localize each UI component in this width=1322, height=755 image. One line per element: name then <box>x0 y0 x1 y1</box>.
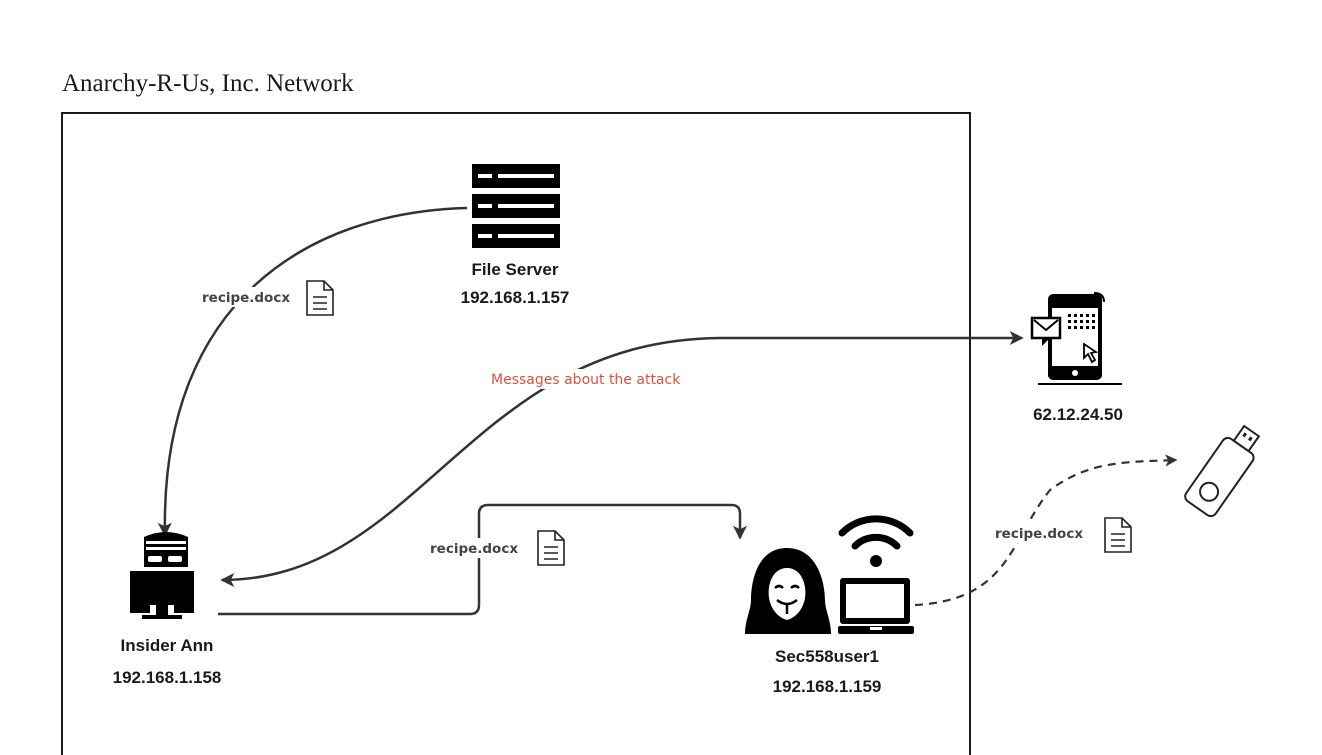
document-icon <box>306 280 334 316</box>
document-icon <box>1104 517 1132 553</box>
node-ip-attacker: 192.168.1.159 <box>773 677 882 696</box>
node-ip-phone: 62.12.24.50 <box>1033 405 1123 424</box>
laptop-icon <box>838 578 914 634</box>
node-ip-file-server: 192.168.1.157 <box>461 288 570 307</box>
hooded-hacker-laptop-icon <box>745 515 914 634</box>
node-name-file-server: File Server <box>472 260 559 279</box>
usb-drive-icon <box>1184 424 1261 518</box>
server-rack-icon <box>472 164 560 248</box>
diagram-title: Anarchy-R-Us, Inc. Network <box>62 70 354 97</box>
hooded-hacker-icon <box>745 548 831 634</box>
insider-at-computer-icon <box>130 532 194 619</box>
node-name-insider: Insider Ann <box>121 636 214 655</box>
edge-messages <box>220 331 1024 587</box>
wifi-icon <box>838 515 914 567</box>
edge-insider-to-attacker <box>218 503 747 616</box>
edge-attacker-to-usb <box>914 454 1178 607</box>
edge-label-attacker-to-usb: recipe.docx <box>995 526 1083 542</box>
edge-label-messages: Messages about the attack <box>491 372 681 388</box>
edge-server-to-insider <box>157 206 468 537</box>
document-icon <box>537 530 565 566</box>
edge-label-insider-to-attacker: recipe.docx <box>430 541 518 557</box>
node-ip-insider: 192.168.1.158 <box>113 668 222 687</box>
smartphone-message-icon <box>1030 292 1122 385</box>
edge-label-server-to-insider: recipe.docx <box>202 290 290 306</box>
node-name-attacker: Sec558user1 <box>775 647 879 666</box>
